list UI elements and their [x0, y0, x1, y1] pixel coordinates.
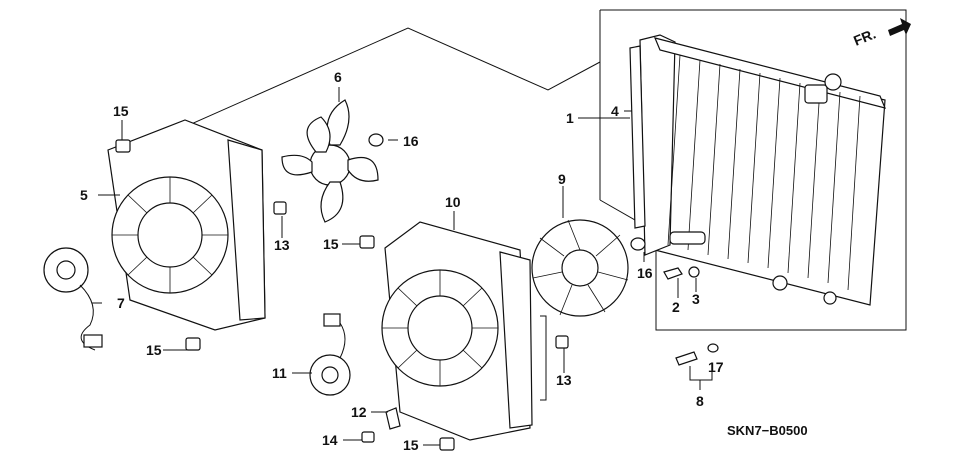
- temperature-sensor: [675, 343, 719, 366]
- callout-6: 6: [334, 69, 342, 85]
- front-direction-marker: FR.: [851, 18, 911, 49]
- drain-plug: [663, 266, 700, 280]
- callout-8: 8: [696, 393, 704, 409]
- callout-12: 12: [351, 404, 367, 420]
- cooling-fan-large: [531, 219, 629, 317]
- fan-motor-right: [309, 313, 351, 396]
- diagram-code: SKN7−B0500: [727, 423, 808, 438]
- callout-16-top: 16: [403, 133, 419, 149]
- callout-13-right: 13: [556, 372, 572, 388]
- callout-15-top-left: 15: [113, 103, 129, 119]
- assembly-outlines: [127, 9, 907, 331]
- callout-5: 5: [80, 187, 88, 203]
- callout-15-bottom-left: 15: [146, 342, 162, 358]
- callout-2: 2: [672, 299, 680, 315]
- callout-3: 3: [692, 291, 700, 307]
- callout-13-left: 13: [274, 237, 290, 253]
- callout-11: 11: [272, 365, 287, 381]
- svg-text:FR.: FR.: [851, 25, 878, 48]
- radiator-seal: [629, 45, 646, 229]
- cooling-fan-small: [281, 99, 379, 223]
- bracket: [385, 407, 401, 430]
- fan-shroud-right: [381, 221, 533, 441]
- callout-1: 1: [566, 110, 574, 126]
- fan-motor-left: [43, 247, 103, 351]
- leader-lines: [92, 87, 713, 446]
- callout-numbers: 1 2 3 4 5 6 7 8 9 10 11 12 13 13 14 15 1…: [80, 69, 724, 453]
- callout-10: 10: [445, 194, 461, 210]
- callout-9: 9: [558, 171, 566, 187]
- fan-shroud-left: [107, 119, 266, 331]
- callout-17: 17: [708, 359, 724, 375]
- callout-16-right: 16: [637, 265, 653, 281]
- fasteners: [115, 133, 646, 451]
- callout-15-bottom: 15: [403, 437, 419, 453]
- callout-7: 7: [117, 295, 125, 311]
- callout-14: 14: [322, 432, 338, 448]
- callout-4: 4: [611, 103, 619, 119]
- radiator: [639, 34, 887, 306]
- callout-15-center: 15: [323, 236, 339, 252]
